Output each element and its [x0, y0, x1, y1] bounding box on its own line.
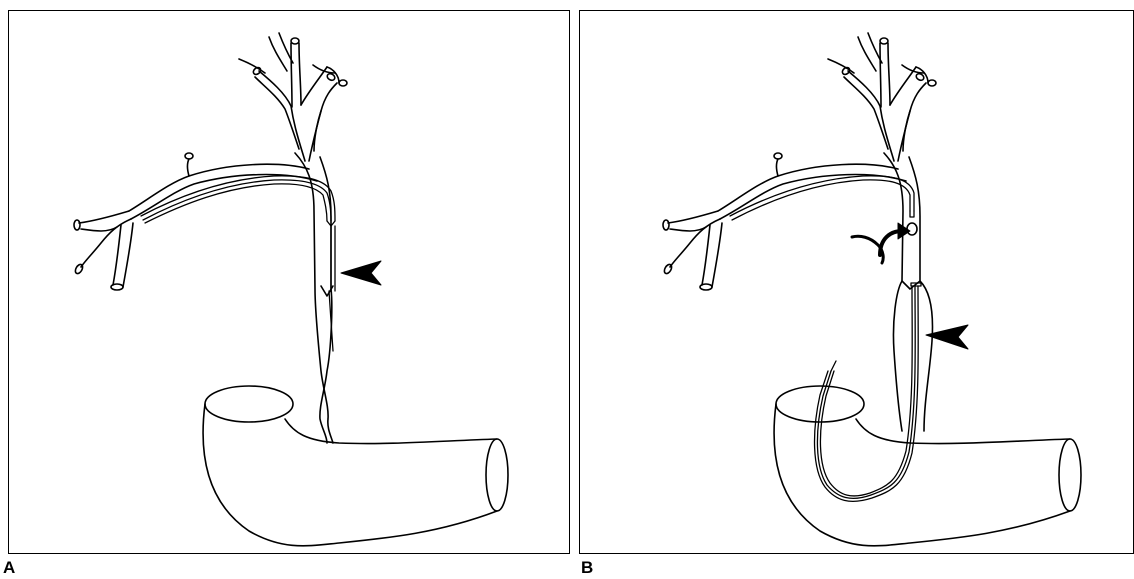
panel-a: [8, 10, 570, 554]
panel-b: [579, 10, 1134, 554]
drainage-catheter: [730, 176, 914, 220]
panel-b-label: B: [581, 558, 593, 578]
left-hepatic-duct: [663, 153, 906, 290]
left-hepatic-duct: [74, 153, 317, 290]
duodenum: [203, 386, 508, 546]
right-hepatic-branches: [828, 33, 936, 161]
common-bile-duct: [295, 153, 333, 443]
arrowhead-marker: [341, 261, 381, 285]
right-hepatic-branches: [239, 33, 347, 161]
internal-stent: [815, 283, 921, 501]
panel-b-illustration: [580, 11, 1134, 555]
stone-marker: [907, 223, 917, 235]
panel-a-illustration: [9, 11, 571, 555]
drainage-catheter: [141, 176, 335, 351]
panel-a-label: A: [3, 558, 15, 578]
common-bile-duct: [884, 153, 933, 431]
